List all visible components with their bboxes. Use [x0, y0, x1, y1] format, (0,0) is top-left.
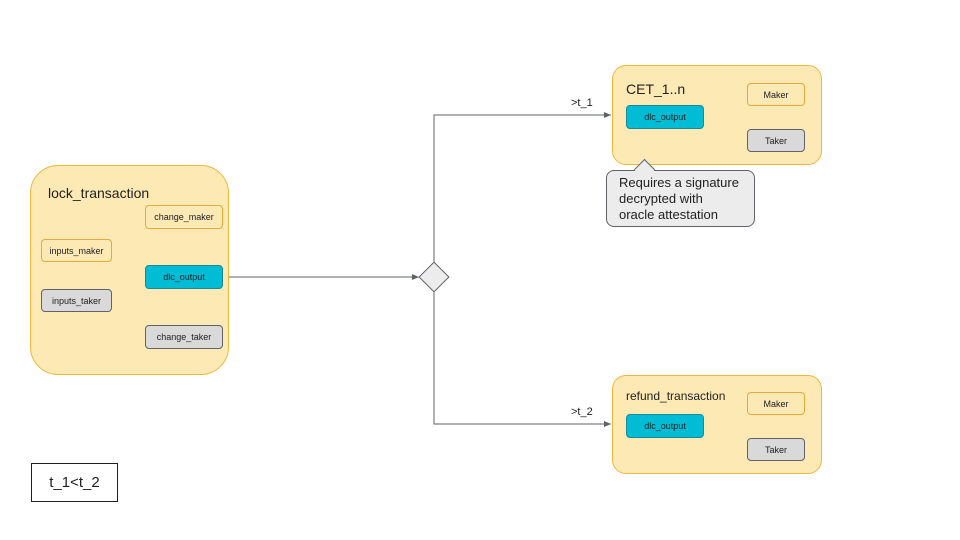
refund-taker-node[interactable]: Taker	[747, 438, 805, 461]
change-taker-node[interactable]: change_taker	[145, 325, 223, 349]
branch-to-refund	[433, 292, 611, 427]
change-maker-node[interactable]: change_maker	[145, 205, 223, 229]
lock-transaction-title: lock_transaction	[48, 185, 150, 201]
callout-bubble	[606, 170, 755, 227]
edge-label-t2: >t_2	[571, 406, 593, 418]
refund-dlc-output-node[interactable]: dlc_output	[626, 414, 704, 438]
branch-to-cet	[433, 112, 611, 262]
edge-label-t1: >t_1	[571, 97, 593, 109]
cet-title: CET_1..n	[626, 81, 686, 97]
refund-maker-node[interactable]: Maker	[747, 392, 805, 415]
timing-note: t_1<t_2	[31, 463, 118, 502]
inputs-taker-node[interactable]: inputs_taker	[41, 289, 112, 312]
cet-taker-node[interactable]: Taker	[747, 129, 805, 152]
cet-dlc-output-node[interactable]: dlc_output	[626, 105, 704, 129]
lock-dlc-output-node[interactable]: dlc_output	[145, 265, 223, 289]
cet-maker-node[interactable]: Maker	[747, 83, 805, 106]
callout-text: Requires a signature decrypted with orac…	[619, 175, 739, 222]
refund-transaction-title: refund_transaction	[626, 389, 726, 403]
inputs-maker-node[interactable]: inputs_maker	[41, 239, 112, 262]
